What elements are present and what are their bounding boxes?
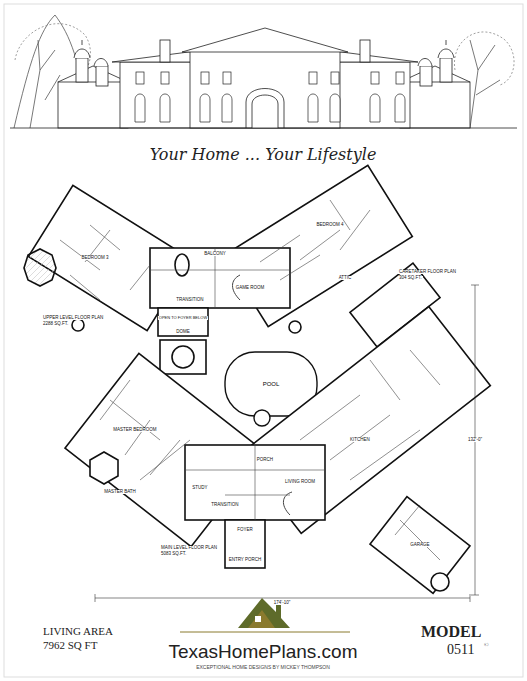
model-number: 0511	[446, 643, 475, 658]
window	[201, 72, 209, 84]
room-label: TRANSITION	[175, 298, 204, 303]
room-label: STUDY	[191, 486, 208, 491]
brand-name: TexasHomePlans.com	[167, 642, 358, 662]
window	[136, 72, 144, 84]
pool-area: POOL	[260, 379, 283, 389]
plan-title: CARETAKER FLOOR PLAN	[398, 270, 457, 275]
plan-title: UPPER LEVEL FLOOR PLAN	[42, 316, 104, 321]
window-arch	[370, 94, 380, 122]
room-label: BEDROOM 4	[315, 223, 344, 228]
window	[371, 72, 379, 84]
room-label: BEDROOM 3	[80, 256, 109, 261]
window	[331, 72, 339, 84]
room-label: KITCHEN	[349, 438, 371, 443]
room-label: DOME	[175, 330, 191, 335]
window-arch	[135, 94, 145, 122]
room-label: BALCONY	[203, 252, 227, 257]
brand-tagline: EXCEPTIONAL HOME DESIGNS BY MICKEY THOMP…	[195, 665, 331, 670]
pool-label: POOL	[263, 381, 280, 387]
area-value: 304 SQ.FT.	[398, 276, 423, 281]
copyright: ©	[483, 642, 490, 648]
plan-title: MAIN LEVEL FLOOR PLAN	[160, 546, 218, 551]
room-label: ATTIC	[338, 276, 353, 281]
window-arch	[160, 94, 170, 122]
room-label: PORCH	[256, 458, 274, 463]
room-label: ENTRY PORCH	[228, 558, 263, 563]
dimension: 174'-10"	[273, 601, 291, 606]
room-label: MASTER BATH	[103, 490, 137, 495]
area-caption: LIVING AREA	[42, 626, 114, 638]
window-arch	[395, 94, 405, 122]
window	[161, 72, 169, 84]
area-value: 7962 SQ FT	[42, 640, 98, 652]
room-label: MASTER BEDROOM	[112, 428, 157, 433]
window	[396, 72, 404, 84]
room-label: TRANSITION	[210, 503, 239, 508]
room-label: OPEN TO FOYER BELOW	[158, 316, 208, 320]
window-arch	[200, 94, 210, 122]
dimension: 132'-0"	[467, 438, 483, 443]
window-arch	[330, 94, 340, 122]
area-value: 5083 SQ.FT.	[160, 552, 187, 557]
window	[309, 72, 317, 84]
area-value: 2288 SQ.FT.	[42, 322, 69, 327]
room-label: LIVING ROOM	[284, 480, 316, 485]
window-arch	[222, 94, 232, 122]
room-label: GAME ROOM	[235, 286, 266, 291]
tagline: Your Home ... Your Lifestyle	[150, 147, 377, 164]
window-arch	[308, 94, 318, 122]
window	[223, 72, 231, 84]
room-label: GARAGE	[409, 543, 430, 548]
room-label: FOYER	[236, 528, 254, 533]
model-label: MODEL	[420, 624, 482, 641]
